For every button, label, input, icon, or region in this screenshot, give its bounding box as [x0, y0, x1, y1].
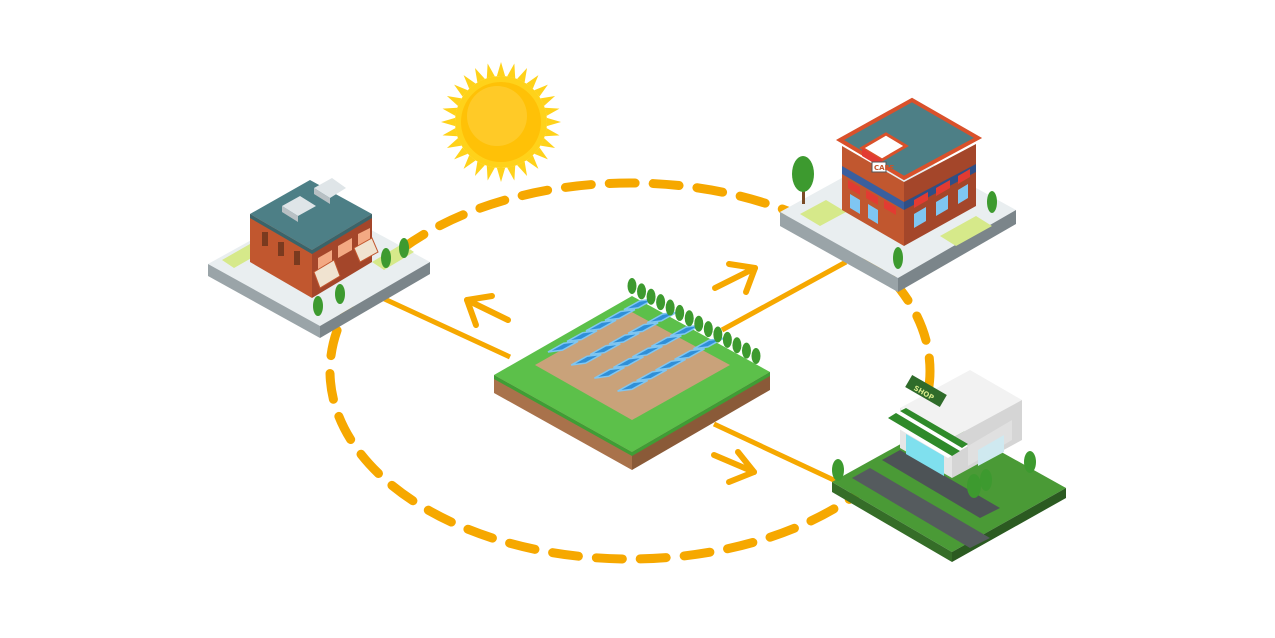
- tree: [713, 326, 723, 343]
- tree: [732, 337, 742, 354]
- sun-ray: [442, 107, 458, 116]
- sun-ray: [446, 138, 462, 149]
- sun-ray: [496, 167, 506, 182]
- tree: [646, 288, 656, 305]
- sun-icon: [441, 62, 561, 182]
- arrow-up-right-icon: [712, 261, 758, 295]
- tree: [675, 304, 685, 321]
- restaurant-sign: CAFE: [874, 164, 894, 172]
- sun-ray: [486, 165, 495, 181]
- solar-panel: [650, 334, 682, 348]
- shop-building-icon: SHOP: [832, 370, 1066, 562]
- solar-panel-array: [547, 298, 724, 392]
- solar-panel: [604, 308, 636, 322]
- solar-panel: [608, 332, 640, 345]
- solar-panel: [585, 319, 617, 332]
- flow-line-right: [720, 259, 848, 333]
- sun-ray: [546, 117, 561, 127]
- arrow-left-icon: [464, 293, 511, 328]
- solar-panel: [589, 343, 621, 356]
- arrow-down-right-icon: [711, 449, 757, 485]
- sun-ray: [526, 75, 539, 89]
- sun-ray: [441, 117, 456, 127]
- sun-ray: [540, 138, 556, 149]
- tree: [694, 315, 704, 332]
- sun-ray: [496, 62, 506, 77]
- sun-ray: [454, 84, 468, 97]
- solar-panel: [627, 321, 659, 335]
- sun-ray: [544, 107, 560, 116]
- solar-panel: [631, 345, 663, 358]
- tree: [751, 348, 761, 364]
- solar-panel: [613, 356, 644, 369]
- solar-panel: [570, 353, 602, 366]
- office-building-icon: [208, 178, 430, 338]
- tree: [627, 278, 637, 294]
- sun-ray: [534, 147, 548, 160]
- tree: [741, 342, 751, 359]
- sun-ray: [517, 67, 528, 83]
- flow-line-bottom: [712, 421, 840, 485]
- sun-ray: [507, 165, 516, 181]
- tree: [703, 321, 713, 338]
- sun-ray: [474, 161, 485, 177]
- solar-panel: [617, 379, 649, 392]
- restaurant-building-icon: CAFE: [780, 97, 1016, 292]
- tree: [637, 283, 647, 300]
- sun-ray: [540, 95, 556, 106]
- sun-ray: [446, 95, 462, 106]
- sun-ray: [474, 67, 485, 83]
- dashed-energy-loop: [325, 178, 935, 564]
- flow-line-left: [376, 293, 512, 360]
- sun-ray: [526, 155, 539, 169]
- solar-panel: [566, 330, 598, 343]
- sun-ray: [463, 155, 476, 169]
- solar-farm-icon: [494, 278, 770, 470]
- solar-panel: [655, 358, 686, 371]
- sun-ray: [544, 128, 560, 137]
- tree: [656, 294, 666, 311]
- solar-panel: [547, 340, 579, 353]
- tree: [722, 331, 732, 348]
- sun-ray: [534, 84, 548, 97]
- sun-ray: [442, 128, 458, 137]
- tree: [665, 299, 675, 316]
- solar-panel: [636, 369, 668, 382]
- sun-ray: [486, 63, 495, 79]
- tree: [684, 310, 694, 327]
- sun-ray: [507, 63, 516, 79]
- solar-panel: [594, 366, 625, 379]
- sun-ray: [454, 147, 468, 160]
- tree-row: [627, 278, 761, 364]
- sun-ray: [463, 75, 476, 89]
- solar-panel: [674, 348, 705, 361]
- sun-ray: [517, 161, 528, 177]
